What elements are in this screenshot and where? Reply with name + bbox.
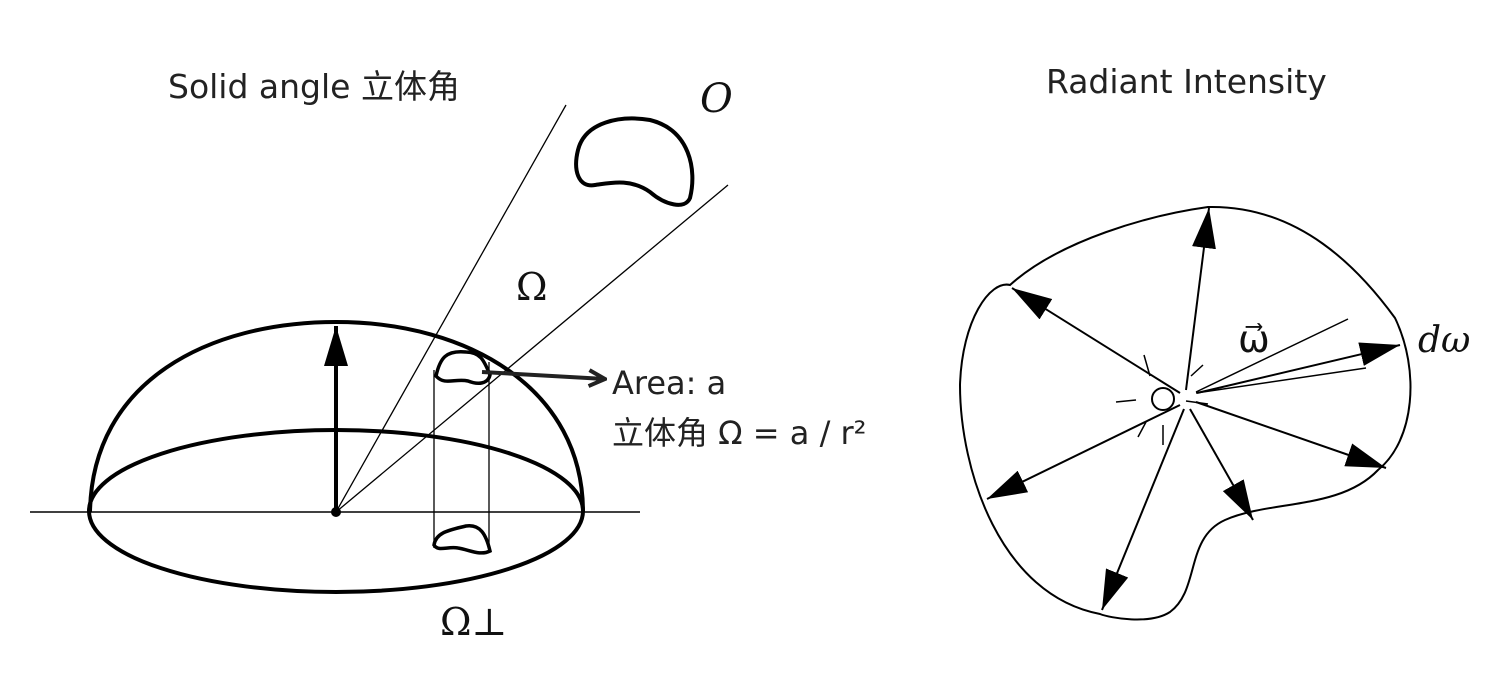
- glow-dashes: [1115, 354, 1209, 445]
- dw-cone-edge: [1195, 318, 1349, 393]
- solid-angle-formula: 立体角 Ω = a / r²: [612, 414, 867, 452]
- point-source: [1151, 387, 1175, 411]
- emission-arrow: [1185, 207, 1216, 391]
- differential-solid-angle-label: dω: [1418, 320, 1470, 361]
- emission-arrow: [1011, 287, 1181, 394]
- emission-arrow: [1101, 408, 1185, 611]
- emission-arrow: [986, 404, 1181, 500]
- enclosing-surface: [958, 205, 1412, 621]
- object-blob: [574, 116, 695, 207]
- emission-arrow: [1195, 401, 1387, 469]
- area-label: Area: a: [612, 364, 727, 402]
- area-patch: [434, 349, 492, 385]
- solid-angle-label: Ω: [516, 265, 548, 309]
- emission-arrow: [1189, 408, 1254, 521]
- cone-ray: [335, 104, 567, 513]
- projected-solid-angle-label: Ω⊥: [440, 600, 507, 644]
- hemisphere-diagram: O Ω Ω⊥: [30, 76, 733, 644]
- solid-angle-title: Solid angle 立体角: [168, 67, 460, 106]
- cone-ray: [335, 184, 729, 513]
- radiant-intensity-title: Radiant Intensity: [1046, 62, 1327, 101]
- projected-patch: [432, 524, 493, 555]
- dw-arrow: [1196, 342, 1401, 394]
- dw-cone-edge: [1195, 367, 1367, 394]
- object-label: O: [700, 76, 733, 122]
- hemisphere-dome: [88, 319, 585, 513]
- radiant-intensity-diagram: ω⃗ dω: [958, 205, 1470, 621]
- area-pointer-arrow: [481, 372, 605, 379]
- direction-label: ω⃗: [1238, 317, 1270, 361]
